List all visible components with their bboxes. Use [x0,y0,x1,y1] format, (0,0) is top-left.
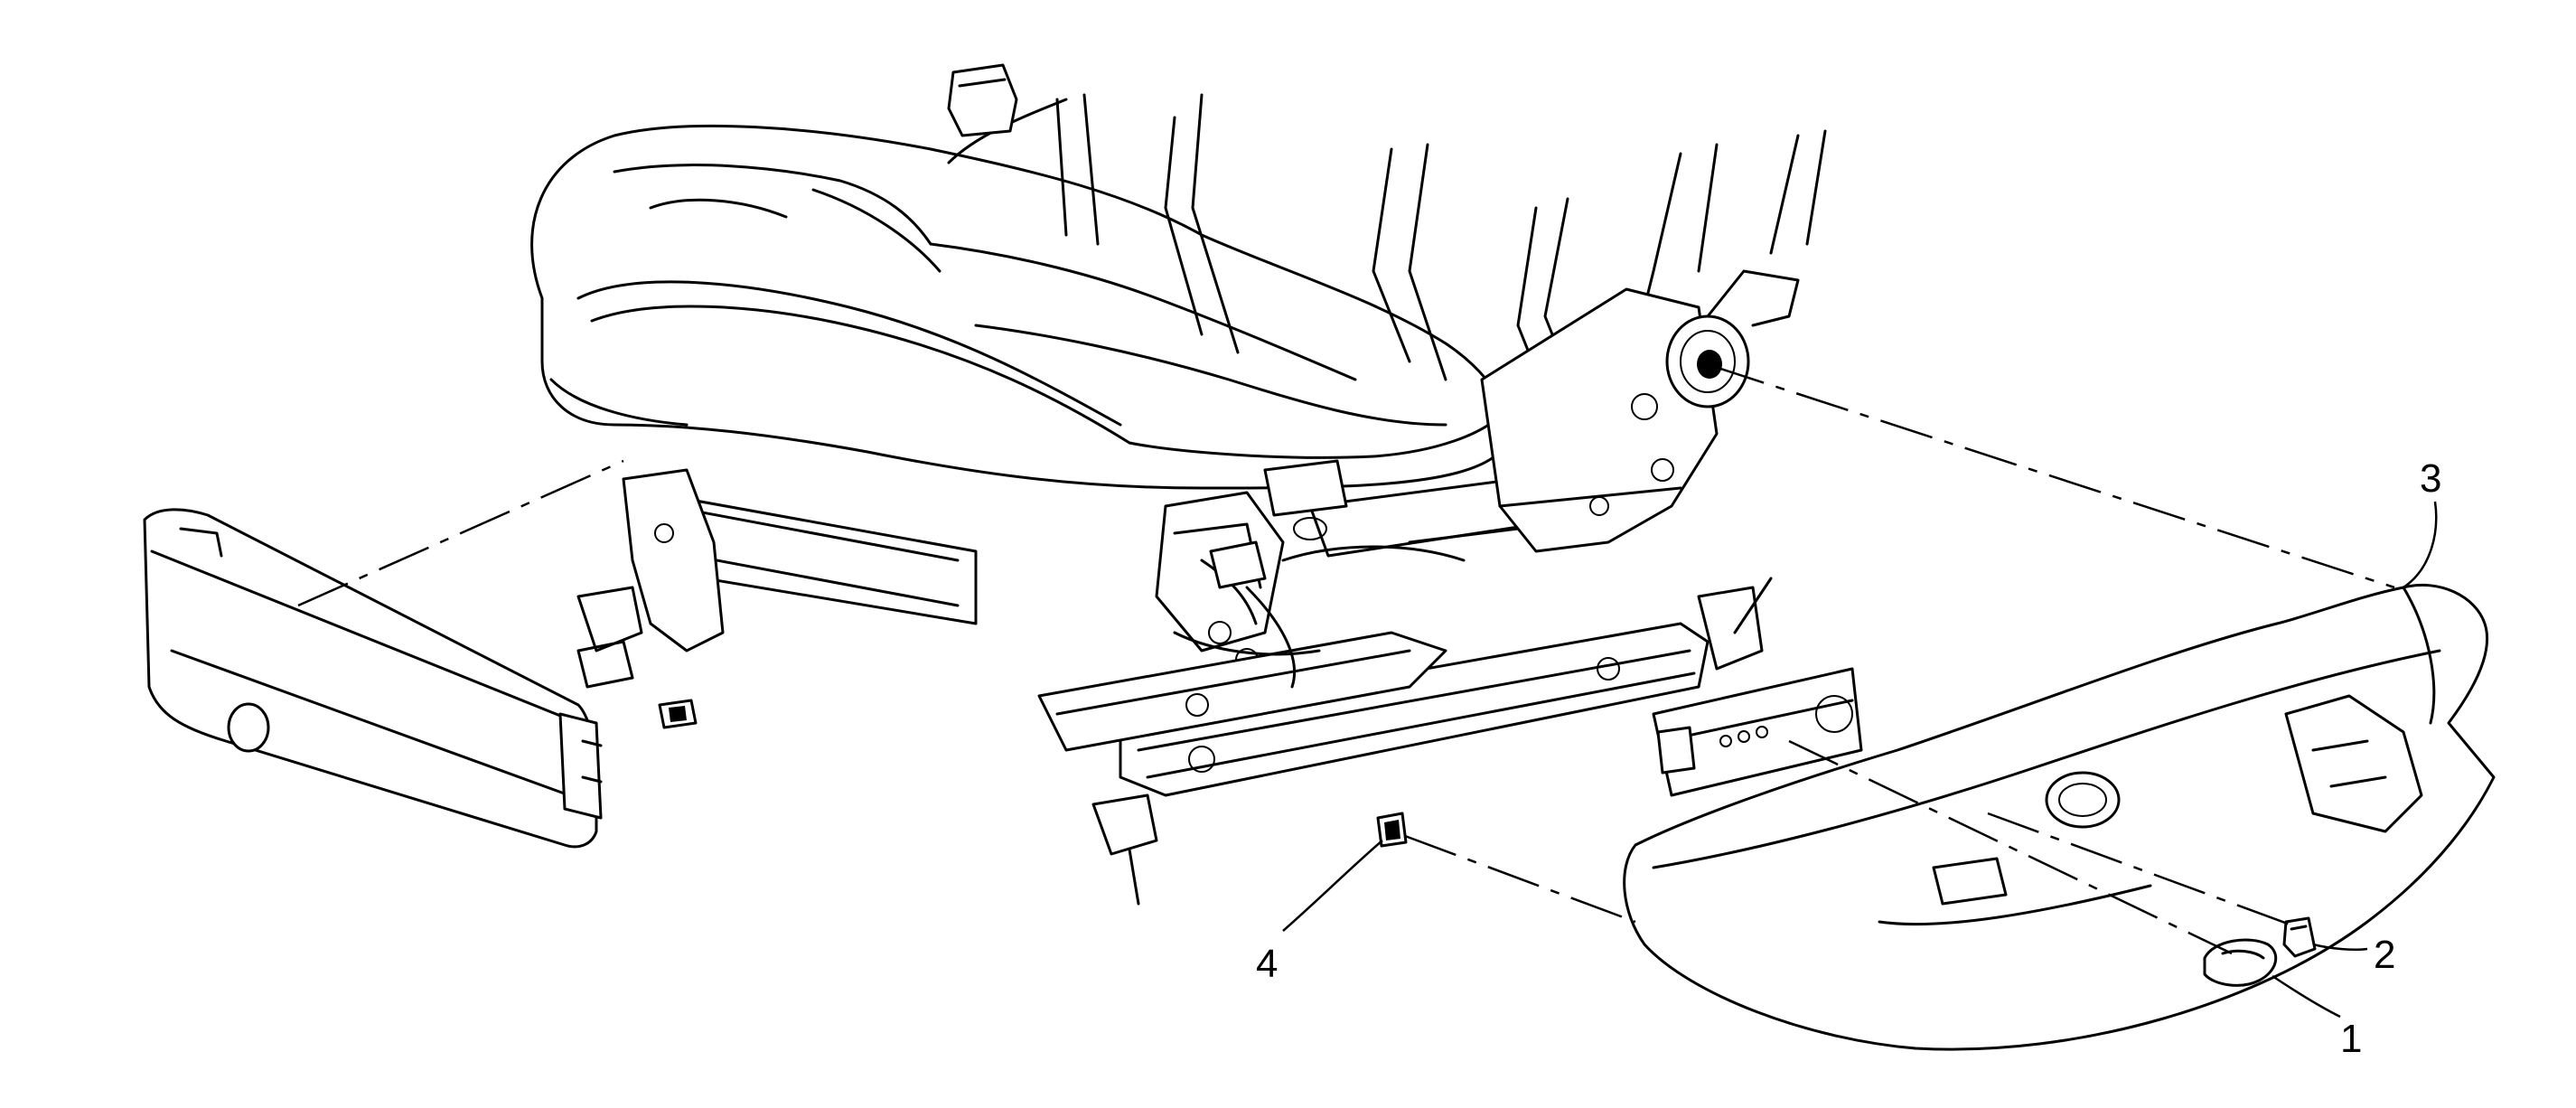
retainer-clip-item-4 [1376,812,1408,848]
seat-adjuster-switch [1652,667,1863,797]
seat-frame [576,269,1800,906]
outer-trim-panel-item-3 [1623,583,2496,1051]
left-retainer-clip [658,699,698,729]
callout-3: 3 [2420,456,2442,501]
switch-knob-item-2 [2282,916,2317,958]
seat-cushion [530,124,1508,490]
callout-4: 4 [1256,942,1279,986]
seat-back [947,63,1827,418]
explode-lines [297,364,2395,955]
left-trim-panel [143,508,603,849]
leader-lines [1282,501,2438,1019]
callout-2: 2 [2374,933,2396,977]
callout-1: 1 [2340,1017,2363,1061]
switch-knob-item-1 [2203,938,2278,987]
